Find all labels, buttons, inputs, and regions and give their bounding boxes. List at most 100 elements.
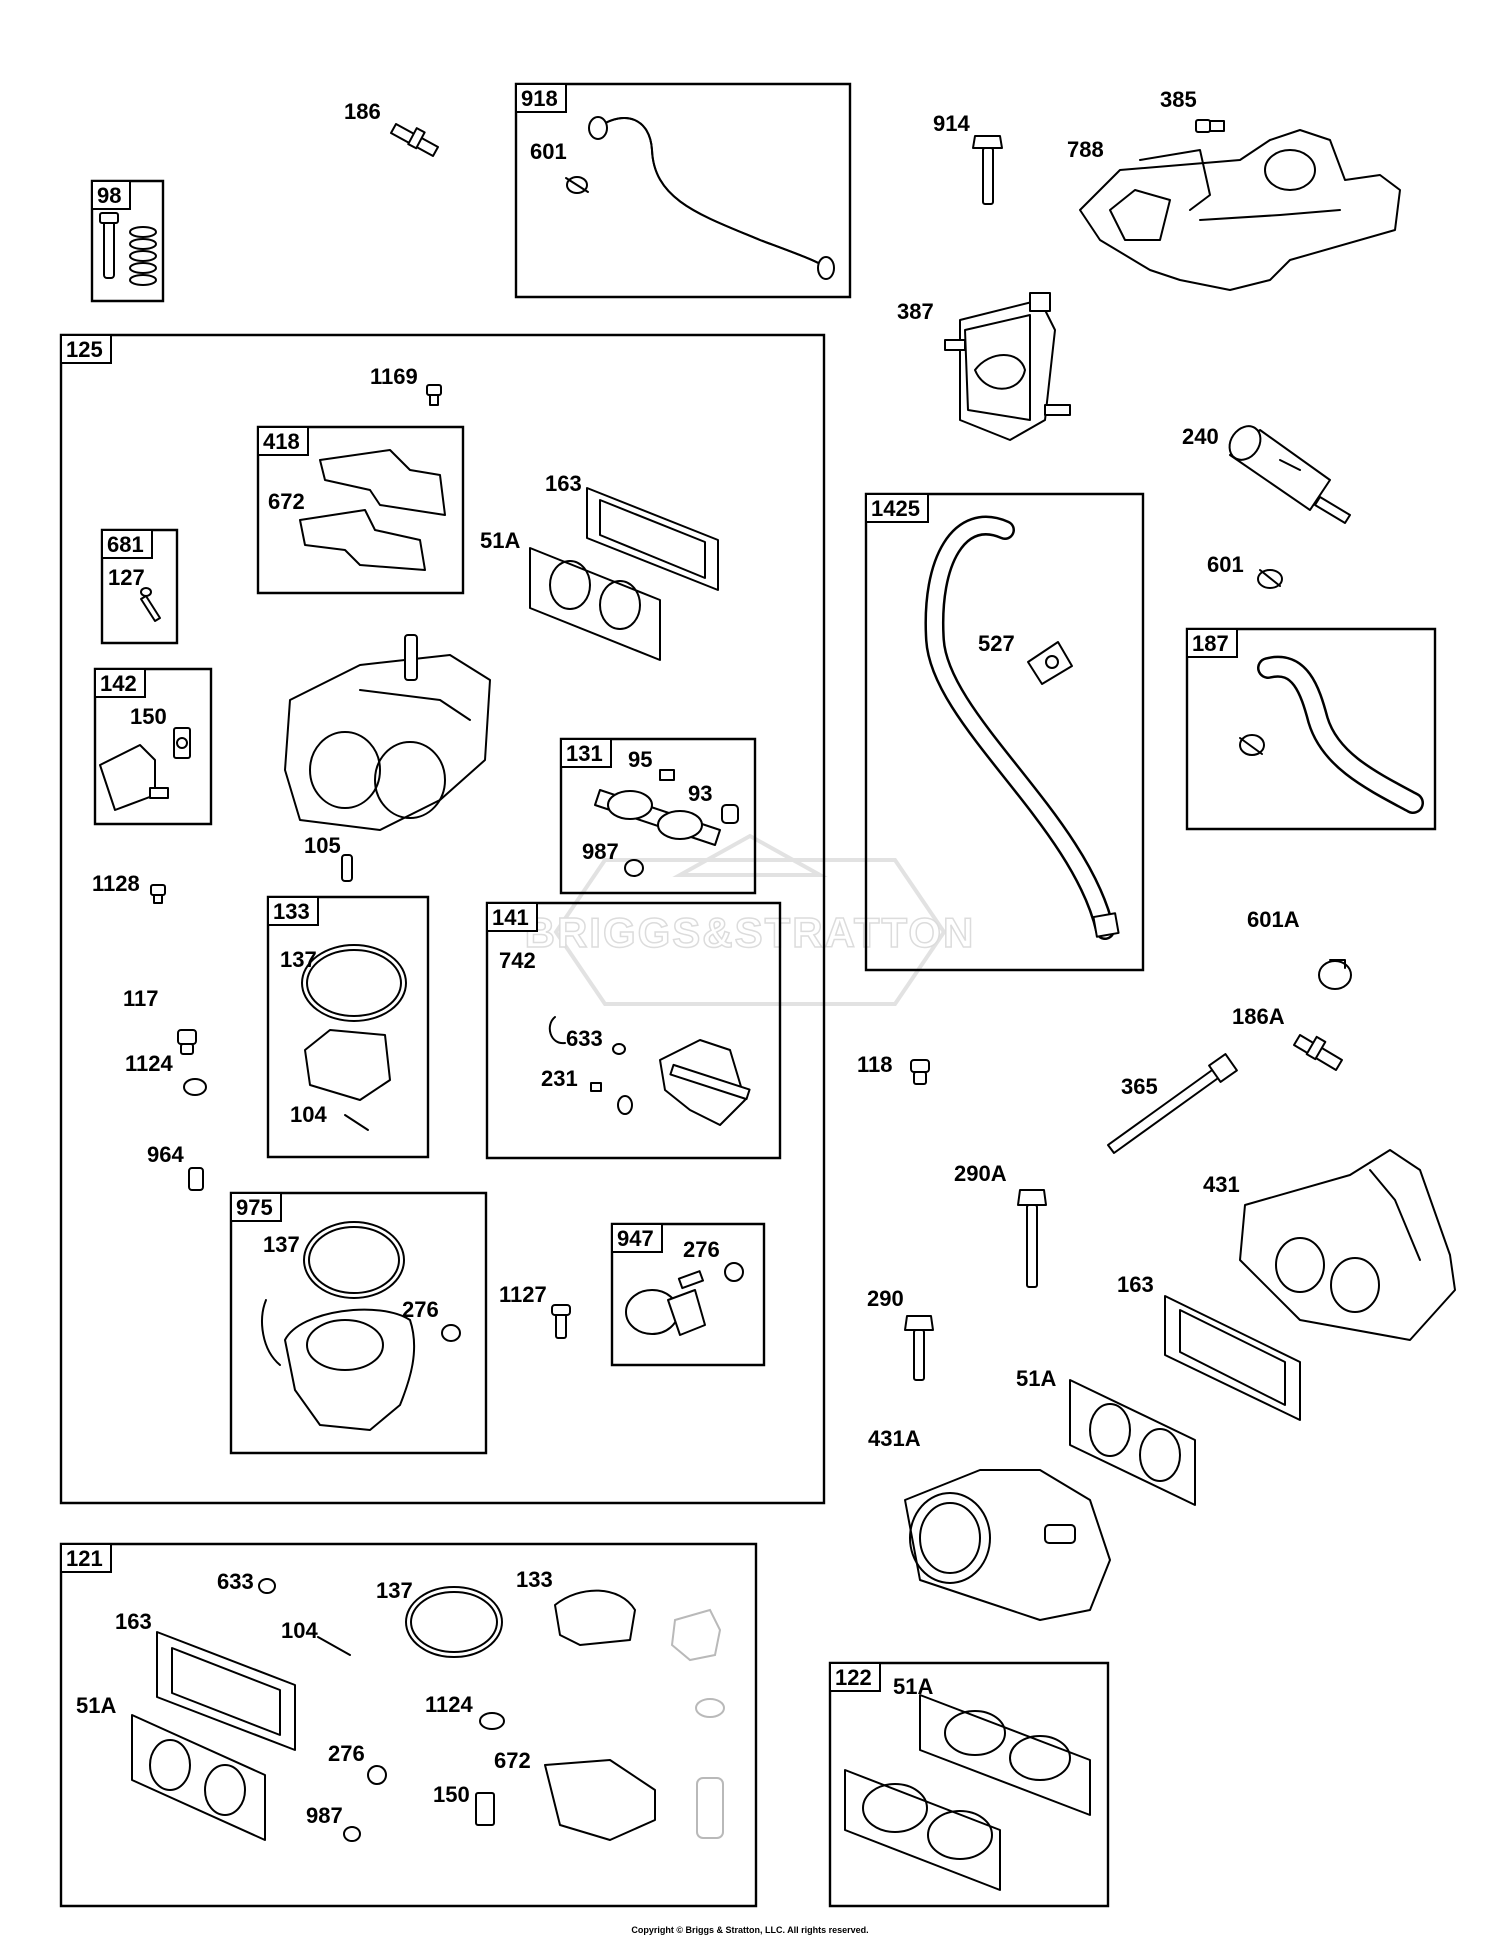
clamp-601-drawing (1258, 570, 1282, 588)
label-51A-kit: 51A (76, 1693, 116, 1718)
screw-1127-drawing (552, 1305, 570, 1338)
group-label-122: 122 (835, 1665, 872, 1690)
watermark-text: BRIGGS&STRATTON (525, 909, 976, 956)
label-601A: 601A (1247, 907, 1300, 932)
gasket-163-top-drawing (587, 488, 718, 590)
throttle-body-431A-drawing (905, 1470, 1110, 1620)
group-box-133: 133 (268, 897, 428, 1157)
label-1124-kit: 1124 (425, 1692, 473, 1717)
screw-1128-drawing (151, 885, 165, 903)
label-276: 276 (402, 1297, 439, 1322)
screw-385-drawing (1196, 120, 1224, 132)
group-box-122: 122 (830, 1663, 1108, 1906)
gasket-51A-right-drawing (1070, 1380, 1195, 1505)
label-150: 150 (130, 704, 167, 729)
fitting-186-drawing (391, 124, 438, 156)
group-box-1425: 1425 (866, 494, 1143, 970)
solenoid-947-drawing (626, 1263, 743, 1335)
label-163-kit: 163 (115, 1609, 152, 1634)
label-601-right: 601 (1207, 552, 1244, 577)
group-box-681: 681 (102, 530, 177, 643)
plug-118-drawing (911, 1060, 929, 1084)
hose-918-drawing (566, 117, 834, 279)
label-186: 186 (344, 99, 381, 124)
hose-187-drawing (1240, 667, 1413, 803)
sleeve-964-drawing (189, 1168, 203, 1190)
group-label-918: 918 (521, 86, 558, 111)
label-137: 137 (280, 947, 317, 972)
label-118: 118 (857, 1052, 893, 1077)
label-385: 385 (1160, 87, 1197, 112)
group-box-187: 187 (1187, 629, 1435, 829)
label-290: 290 (867, 1286, 904, 1311)
label-365: 365 (1121, 1074, 1158, 1099)
label-633: 633 (566, 1026, 603, 1051)
fuel-pump-387-drawing (945, 293, 1070, 440)
screw-1169-drawing (427, 385, 441, 405)
label-231: 231 (541, 1066, 578, 1091)
copyright-notice: Copyright © Briggs & Stratton, LLC. All … (631, 1925, 868, 1935)
label-104-kit: 104 (281, 1618, 318, 1643)
group-box-131: 131 (561, 739, 755, 893)
label-290A: 290A (954, 1161, 1007, 1186)
group-box-918: 918 (516, 84, 850, 297)
group-label-98: 98 (97, 183, 121, 208)
group-label-975: 975 (236, 1195, 273, 1220)
label-150-kit: 150 (433, 1782, 470, 1807)
label-964: 964 (147, 1142, 184, 1167)
label-633-kit: 633 (217, 1569, 254, 1594)
label-527: 527 (978, 631, 1015, 656)
label-93: 93 (688, 781, 712, 806)
label-914: 914 (933, 111, 970, 136)
watermark: BRIGGS&STRATTON (524, 836, 976, 1004)
adapter-431-drawing (1240, 1150, 1455, 1340)
label-51A: 51A (480, 528, 520, 553)
solenoid-142-drawing (100, 728, 190, 810)
oring-1124-drawing (184, 1079, 206, 1095)
label-51A-right: 51A (1016, 1366, 1056, 1391)
screw-spring-drawing (100, 213, 156, 285)
group-label-142: 142 (100, 671, 137, 696)
group-box-141: 141 (487, 903, 780, 1158)
hose-1425-drawing (934, 526, 1118, 937)
kit-121-drawing (132, 1579, 724, 1841)
group-label-681: 681 (107, 532, 144, 557)
gasket-kit-122-drawing (845, 1695, 1090, 1890)
label-51A-122: 51A (893, 1674, 933, 1699)
label-1124: 1124 (125, 1051, 173, 1076)
group-label-947: 947 (617, 1226, 654, 1251)
callout-labels: 186 601 914 385 788 387 240 601 527 601A… (76, 87, 1300, 1828)
group-label-131: 131 (566, 741, 603, 766)
group-box-125: 125 (61, 335, 824, 1503)
label-387: 387 (897, 299, 934, 324)
label-1127: 1127 (499, 1282, 547, 1307)
group-label-121: 121 (66, 1546, 103, 1571)
clamp-601A-drawing (1319, 960, 1351, 989)
group-label-418: 418 (263, 429, 300, 454)
bolt-290-drawing (905, 1316, 933, 1380)
label-133-kit: 133 (516, 1567, 553, 1592)
label-987-kit: 987 (306, 1803, 343, 1828)
label-672: 672 (268, 489, 305, 514)
label-601: 601 (530, 139, 567, 164)
label-163-right: 163 (1117, 1272, 1154, 1297)
label-137-kit: 137 (376, 1578, 413, 1603)
fitting-186A-drawing (1294, 1035, 1342, 1070)
label-276-947: 276 (683, 1237, 720, 1262)
gasket-51A-top-drawing (530, 548, 660, 660)
label-105: 105 (304, 833, 341, 858)
group-label-133: 133 (273, 899, 310, 924)
label-127: 127 (108, 565, 145, 590)
label-788: 788 (1067, 137, 1104, 162)
bolt-365-drawing (1108, 1054, 1237, 1153)
label-276-kit: 276 (328, 1741, 365, 1766)
fuel-filter-240-drawing (1223, 420, 1350, 523)
jet-127-drawing (141, 588, 160, 621)
group-label-125: 125 (66, 337, 103, 362)
label-104: 104 (290, 1102, 327, 1127)
group-box-98: 98 (92, 181, 163, 301)
choke-141-drawing (550, 1017, 750, 1125)
group-box-947: 947 (612, 1224, 764, 1365)
label-240: 240 (1182, 424, 1219, 449)
